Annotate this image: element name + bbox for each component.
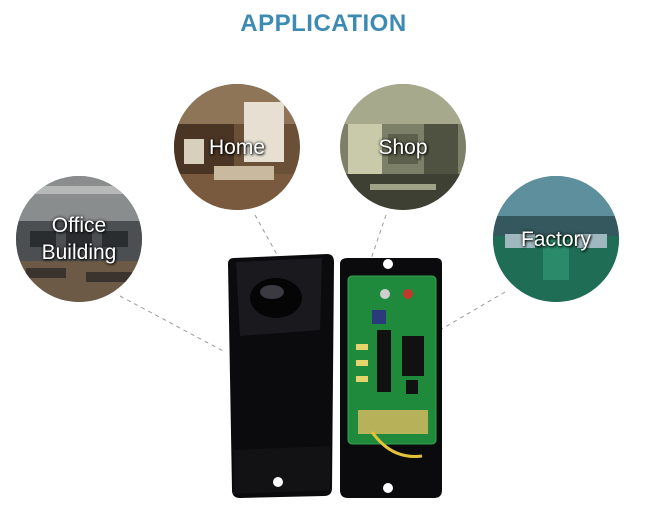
application-label: Office Building (41, 214, 117, 264)
application-factory: Factory (493, 176, 619, 302)
application-office-building: Office Building (16, 176, 142, 302)
shop-photo-icon (340, 84, 466, 210)
factory-photo-icon (493, 176, 619, 302)
photoelectric-beam-sensor-icon (228, 254, 442, 498)
connector-shop (369, 214, 387, 263)
home-photo-icon (174, 84, 300, 210)
office-photo-icon (16, 176, 142, 302)
application-label: Shop (378, 135, 428, 159)
application-label: Factory (520, 227, 591, 251)
connector-home (254, 214, 281, 261)
connector-office (119, 295, 226, 353)
application-label: Home (208, 135, 266, 159)
application-shop: Shop (340, 84, 466, 210)
application-home: Home (174, 84, 300, 210)
page-title: APPLICATION (240, 10, 407, 37)
